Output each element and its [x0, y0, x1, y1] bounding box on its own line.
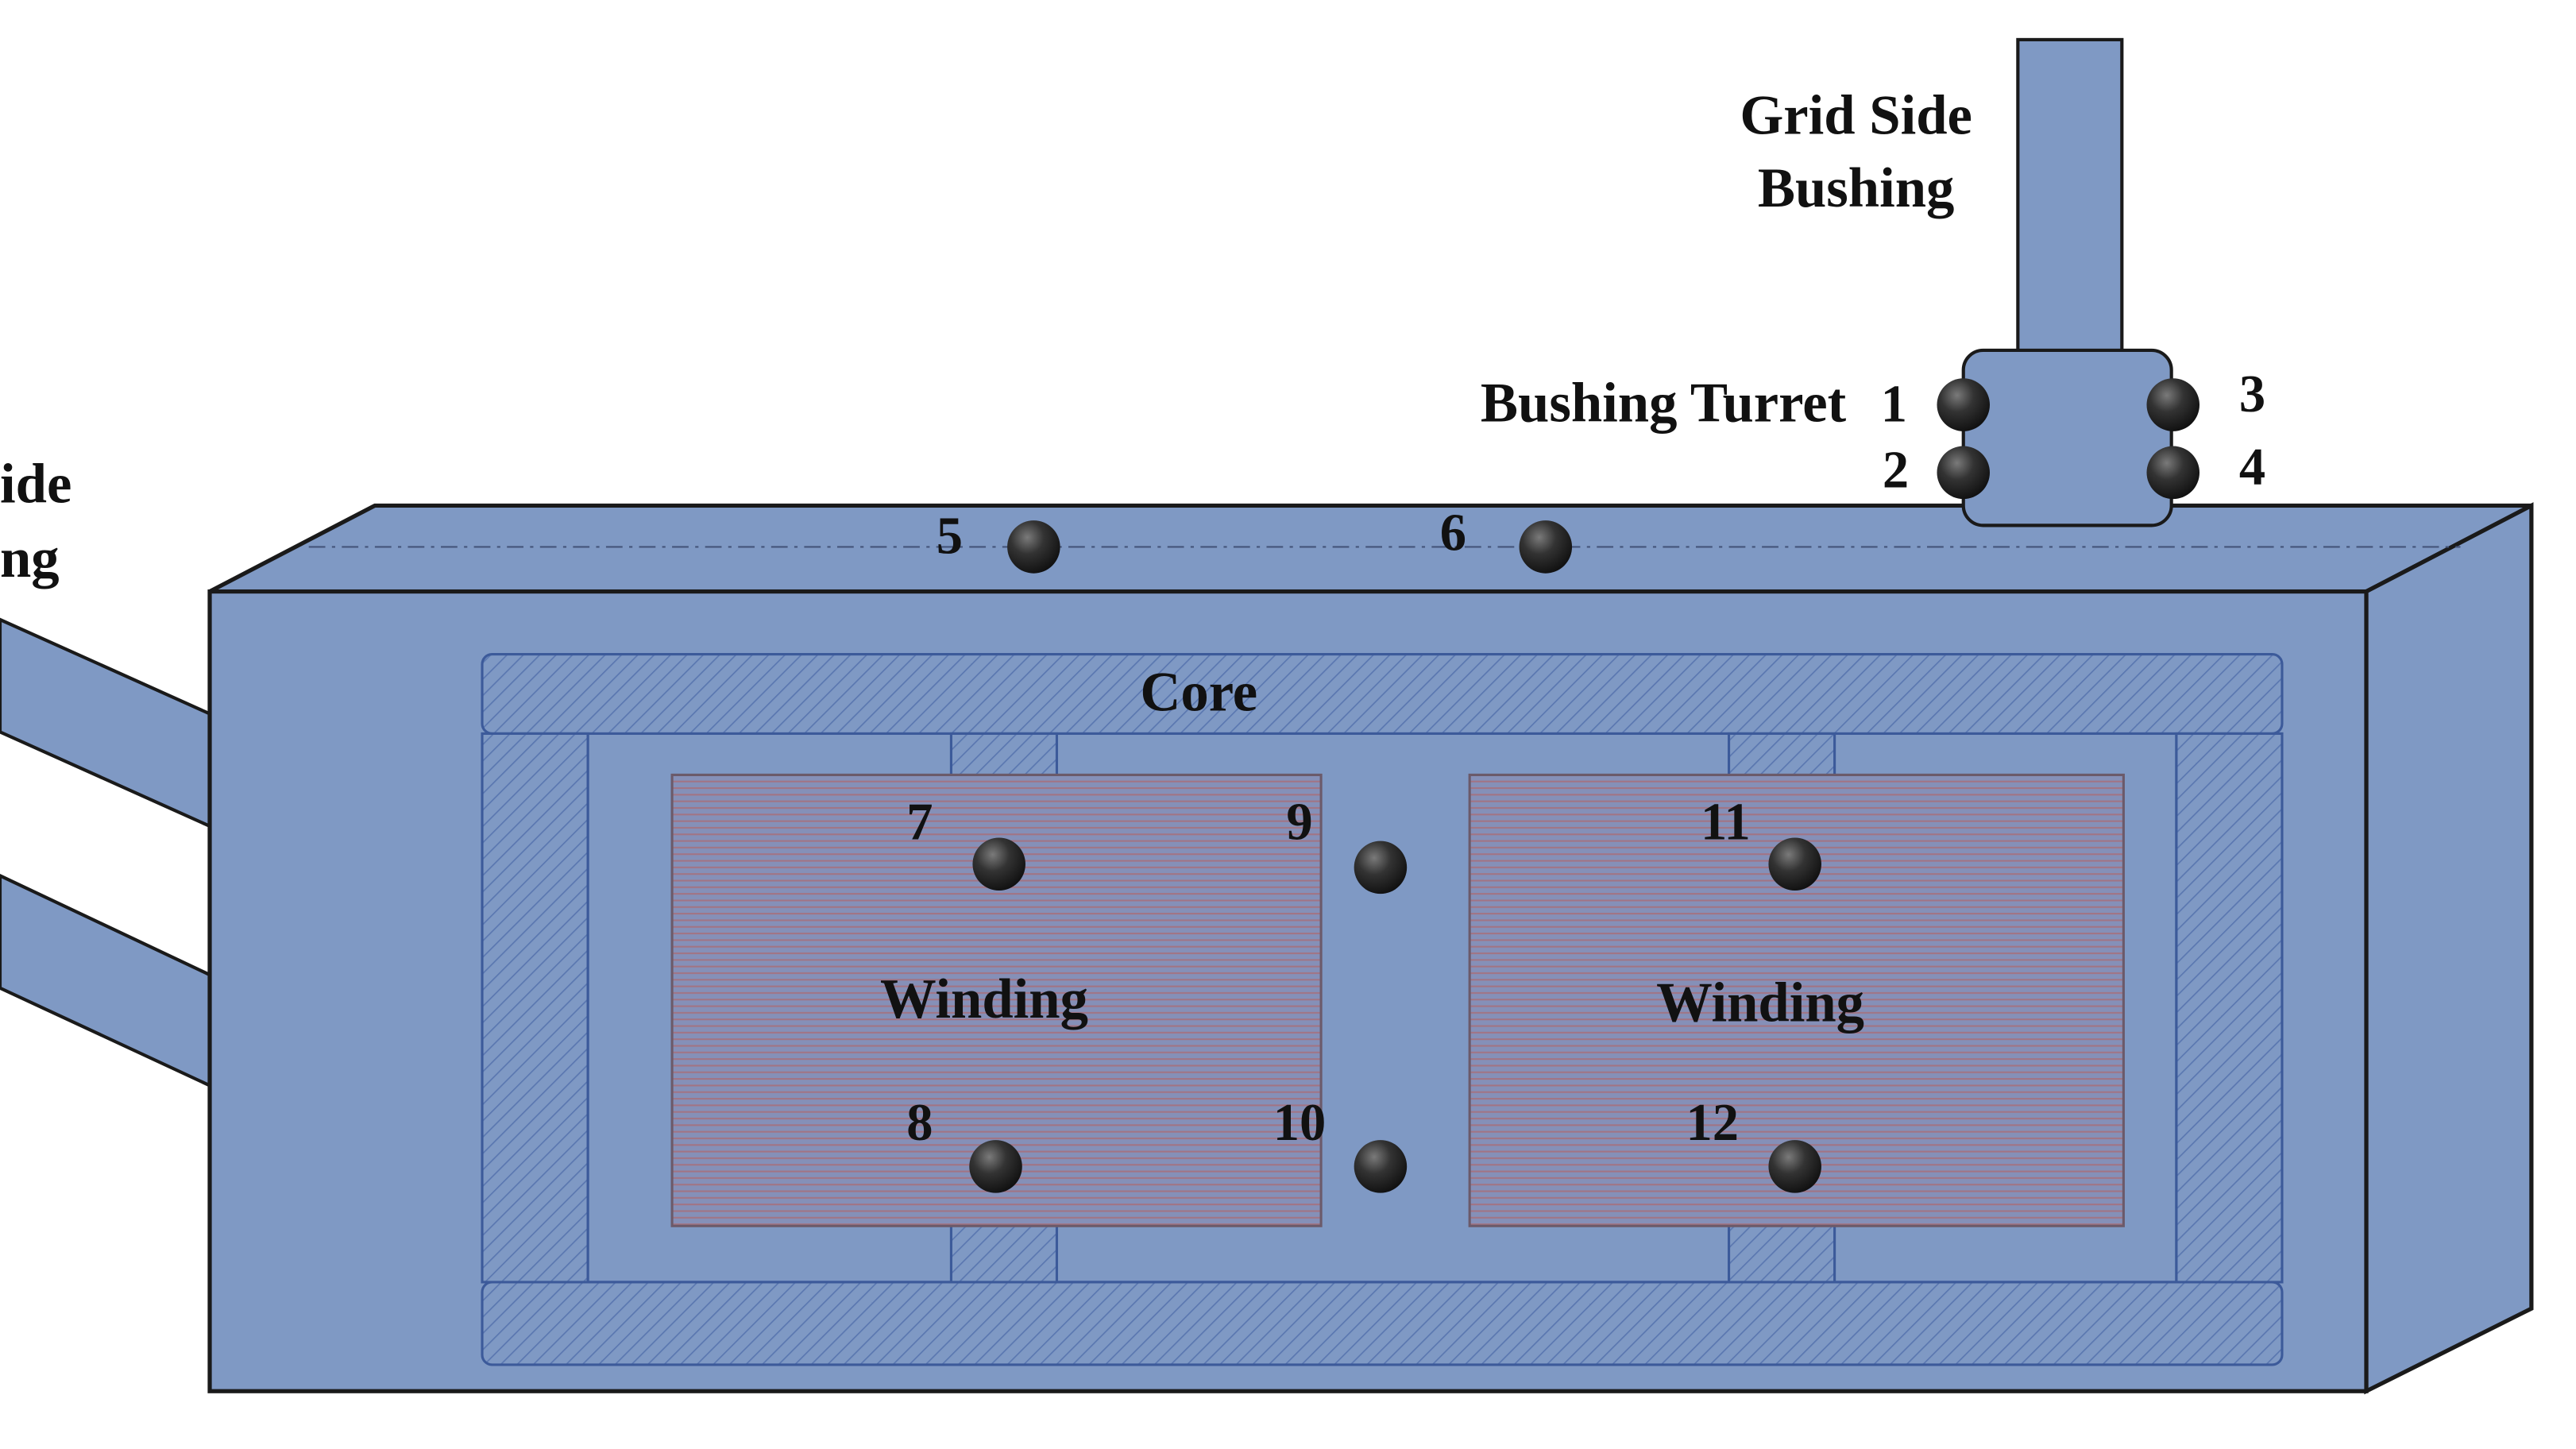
labels: Grid Side Bushing ide ng Bushing Turret …	[0, 84, 2265, 1152]
grid-side-bushing-label-line2: Bushing	[1758, 157, 1955, 219]
core-right-limb	[2175, 732, 2284, 1284]
winding-left-label: Winding	[880, 968, 1088, 1030]
sensor-8-marker	[969, 1140, 1022, 1193]
core-label: Core	[1140, 661, 1257, 723]
sensor-12-label: 12	[1686, 1094, 1740, 1152]
sensor-12-marker	[1768, 1140, 1821, 1193]
core-bottom-yoke	[481, 1281, 2284, 1366]
sensor-6-marker	[1519, 520, 1573, 574]
winding-right-label: Winding	[1656, 972, 1864, 1034]
bushing-turret	[1961, 348, 2173, 527]
sensor-2-label: 2	[1883, 442, 1909, 500]
sensor-9-label: 9	[1286, 794, 1312, 852]
sensor-1-marker	[1937, 378, 1991, 431]
sensor-3-label: 3	[2239, 365, 2265, 423]
sensor-10-marker	[1354, 1140, 1408, 1193]
left-bushing-label-line1: ide	[0, 453, 71, 515]
core-left-limb	[481, 732, 589, 1284]
sensor-4-marker	[2146, 446, 2200, 500]
sensor-6-label: 6	[1440, 504, 1466, 562]
sensor-10-label: 10	[1273, 1094, 1327, 1152]
sensor-7-marker	[972, 837, 1025, 891]
sensor-11-label: 11	[1701, 794, 1751, 852]
sensor-3-marker	[2146, 378, 2200, 431]
sensor-2-marker	[1937, 446, 1991, 500]
sensor-7-label: 7	[906, 794, 933, 852]
grid-side-bushing-label-line1: Grid Side	[1740, 84, 1972, 146]
left-side-bushings	[0, 617, 212, 1088]
grid-side-bushing	[2016, 37, 2124, 364]
left-bushing-label-line2: ng	[0, 527, 60, 589]
sensor-8-label: 8	[906, 1094, 933, 1152]
sensors	[969, 378, 2200, 1193]
bushing-turret-label: Bushing Turret	[1481, 372, 1847, 434]
sensor-9-marker	[1354, 840, 1408, 895]
sensor-1-label: 1	[1881, 375, 1907, 433]
sensor-4-label: 4	[2239, 438, 2265, 496]
core-top-yoke	[481, 653, 2284, 735]
sensor-5-label: 5	[937, 508, 963, 566]
sensor-11-marker	[1768, 837, 1821, 891]
sensor-5-marker	[1007, 520, 1060, 574]
